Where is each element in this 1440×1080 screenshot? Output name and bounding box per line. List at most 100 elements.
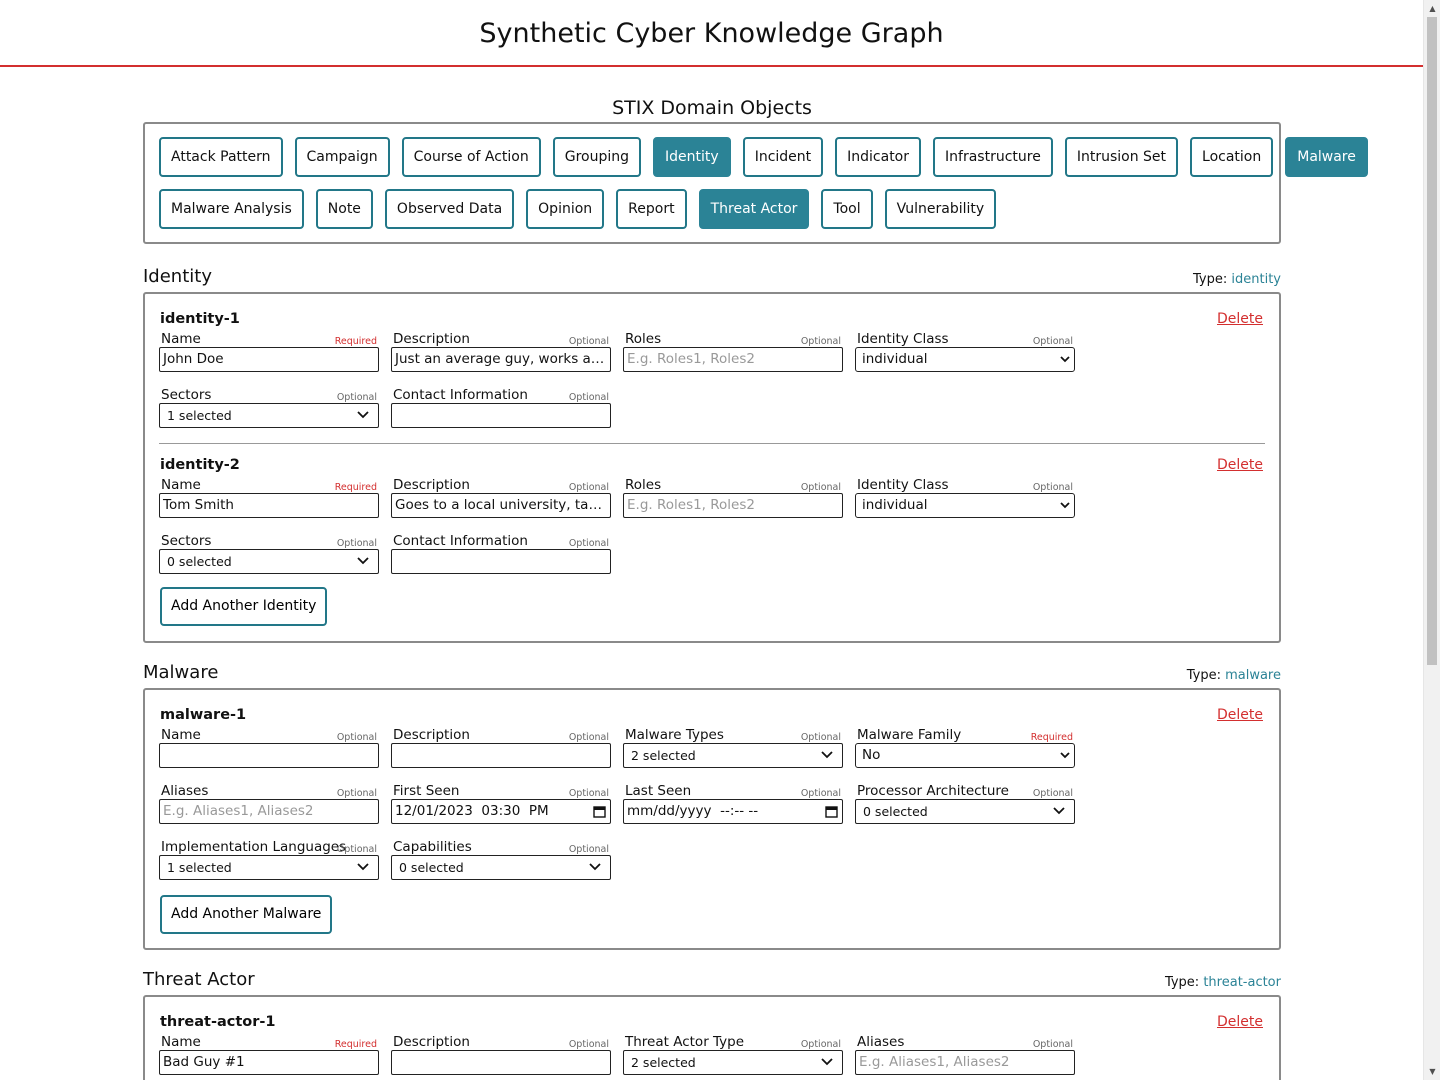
sdo-button-threat-actor[interactable]: Threat Actor (698, 189, 810, 229)
first-seen-datetime-input[interactable]: 12/01/2023 03:30 PM (391, 799, 611, 824)
optional-tag: Optional (568, 844, 609, 855)
chevron-down-icon (1060, 356, 1070, 363)
optional-tag: Optional (568, 732, 609, 743)
optional-tag: Optional (800, 1039, 841, 1050)
sdo-button-indicator[interactable]: Indicator (835, 137, 922, 177)
sdo-button-infrastructure[interactable]: Infrastructure (933, 137, 1053, 177)
sdo-button-intrusion-set[interactable]: Intrusion Set (1064, 137, 1179, 177)
optional-tag: Optional (800, 336, 841, 347)
sdo-row: Malware Analysis Note Observed Data Opinion… (159, 189, 1266, 229)
optional-tag: Optional (336, 538, 377, 549)
identity-class-select[interactable]: individual (855, 347, 1075, 372)
identity-class-select[interactable]: individual (855, 493, 1075, 518)
optional-tag: Optional (800, 788, 841, 799)
object-id: identity-1 (160, 311, 240, 327)
sdo-button-campaign[interactable]: Campaign (294, 137, 390, 177)
scrollbar-thumb[interactable] (1427, 17, 1437, 665)
required-tag: Required (1030, 732, 1073, 743)
object-divider (159, 443, 1265, 444)
optional-tag: Optional (1032, 482, 1073, 493)
delete-link[interactable]: Delete (1217, 457, 1263, 473)
required-tag: Required (334, 482, 377, 493)
field-label: Description (393, 477, 470, 493)
name-input[interactable] (159, 743, 379, 768)
sdo-button-report[interactable]: Report (616, 189, 687, 229)
sdo-button-vulnerability[interactable]: Vulnerability (884, 189, 997, 229)
add-identity-button[interactable]: Add Another Identity (160, 587, 328, 626)
chevron-down-icon (357, 557, 369, 565)
name-input[interactable]: Bad Guy #1 (159, 1050, 379, 1075)
roles-input[interactable]: E.g. Roles1, Roles2 (623, 493, 843, 518)
sdo-button-malware-analysis[interactable]: Malware Analysis (159, 189, 304, 229)
aliases-input[interactable]: E.g. Aliases1, Aliases2 (855, 1050, 1075, 1075)
chevron-down-icon (821, 1058, 833, 1066)
field-label: Identity Class (857, 331, 949, 347)
description-input[interactable]: Goes to a local university, takes classe… (391, 493, 611, 518)
field-label: Roles (625, 331, 662, 347)
implementation-languages-multiselect[interactable]: 1 selected (159, 855, 379, 880)
required-tag: Required (334, 1039, 377, 1050)
description-input[interactable]: Just an average guy, works at a coffee s… (391, 347, 611, 372)
name-input[interactable]: Tom Smith (159, 493, 379, 518)
malware-family-select[interactable]: No (855, 743, 1075, 768)
object-id: malware-1 (160, 707, 247, 723)
delete-link[interactable]: Delete (1217, 311, 1263, 327)
sectors-multiselect[interactable]: 0 selected (159, 549, 379, 574)
malware-section: Malware Type: malware malware-1 Delete N… (143, 662, 1281, 950)
type-prefix: Type: (1164, 975, 1200, 990)
aliases-input[interactable]: E.g. Aliases1, Aliases2 (159, 799, 379, 824)
malware-types-multiselect[interactable]: 2 selected (623, 743, 843, 768)
delete-link[interactable]: Delete (1217, 1014, 1263, 1030)
optional-tag: Optional (568, 1039, 609, 1050)
sdo-button-attack-pattern[interactable]: Attack Pattern (159, 137, 283, 177)
required-tag: Required (334, 336, 377, 347)
field-label: Name (161, 727, 201, 743)
delete-link[interactable]: Delete (1217, 707, 1263, 723)
contact-information-input[interactable] (391, 403, 611, 428)
section-title: Identity (143, 266, 212, 287)
sectors-multiselect[interactable]: 1 selected (159, 403, 379, 428)
last-seen-datetime-input[interactable]: mm/dd/yyyy --:-- -- (623, 799, 843, 824)
object-id: threat-actor-1 (160, 1014, 276, 1030)
vertical-scrollbar[interactable]: ▲ ▼ (1423, 0, 1440, 1080)
name-input[interactable]: John Doe (159, 347, 379, 372)
field-label: Name (161, 331, 201, 347)
sdo-button-grouping[interactable]: Grouping (552, 137, 642, 177)
calendar-icon[interactable] (593, 805, 606, 818)
field-label: Last Seen (625, 783, 692, 799)
field-label: Processor Architecture (857, 783, 1009, 799)
sdo-button-opinion[interactable]: Opinion (526, 189, 605, 229)
field-label: Threat Actor Type (625, 1034, 745, 1050)
threat-actor-type-multiselect[interactable]: 2 selected (623, 1050, 843, 1075)
sdo-button-identity[interactable]: Identity (653, 137, 731, 177)
sdo-button-malware[interactable]: Malware (1285, 137, 1368, 177)
sdo-button-location[interactable]: Location (1190, 137, 1274, 177)
select-value: individual (862, 497, 928, 513)
scroll-down-icon[interactable]: ▼ (1429, 1067, 1436, 1076)
threat-actor-panel: threat-actor-1 Delete Name Required Bad … (143, 995, 1281, 1080)
roles-input[interactable]: E.g. Roles1, Roles2 (623, 347, 843, 372)
type-value: threat-actor (1203, 975, 1281, 990)
field-label: Identity Class (857, 477, 949, 493)
select-value: 0 selected (167, 554, 232, 569)
description-input[interactable] (391, 1050, 611, 1075)
section-title: Threat Actor (143, 969, 255, 990)
optional-tag: Optional (336, 392, 377, 403)
scroll-up-icon[interactable]: ▲ (1429, 4, 1436, 13)
sdo-button-note[interactable]: Note (315, 189, 373, 229)
object-id: identity-2 (160, 457, 240, 473)
processor-architecture-multiselect[interactable]: 0 selected (855, 799, 1075, 824)
calendar-icon[interactable] (825, 805, 838, 818)
sdo-button-incident[interactable]: Incident (742, 137, 824, 177)
capabilities-multiselect[interactable]: 0 selected (391, 855, 611, 880)
add-malware-button[interactable]: Add Another Malware (160, 895, 333, 934)
sdo-button-observed-data[interactable]: Observed Data (384, 189, 515, 229)
section-type: Type: threat-actor (1165, 975, 1281, 990)
description-input[interactable] (391, 743, 611, 768)
contact-information-input[interactable] (391, 549, 611, 574)
sdo-button-tool[interactable]: Tool (821, 189, 873, 229)
app-header: Synthetic Cyber Knowledge Graph (0, 0, 1423, 67)
sdo-button-course-of-action[interactable]: Course of Action (401, 137, 541, 177)
field-label: Implementation Languages (161, 839, 347, 855)
page-title: Synthetic Cyber Knowledge Graph (479, 18, 944, 49)
